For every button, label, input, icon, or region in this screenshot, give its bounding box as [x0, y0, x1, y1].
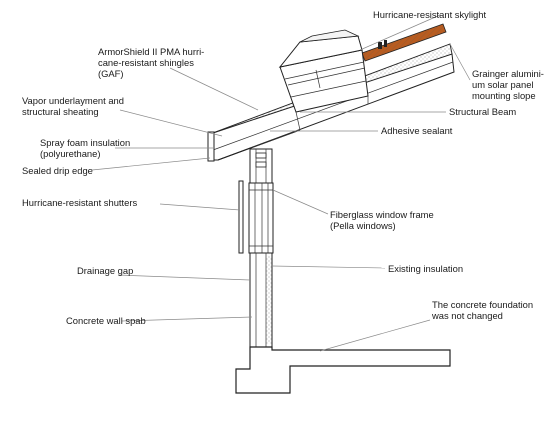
wall-assembly	[238, 148, 274, 348]
label-solar-mount: Grainger alumini- um solar panel mountin…	[472, 68, 547, 101]
label-vapor: Vapor underlayment and structural sheati…	[22, 95, 127, 117]
label-skylight: Hurricane-resistant skylight	[373, 9, 486, 20]
label-insulation: Existing insulation	[388, 263, 463, 274]
drip-edge	[207, 131, 215, 162]
label-beam: Structural Beam	[449, 106, 516, 117]
foundation	[235, 346, 451, 394]
shutter	[238, 180, 244, 254]
window-frame	[248, 182, 274, 254]
label-concrete-wall: Concrete wall spab	[66, 315, 146, 326]
label-foundation: The concrete foundation was not changed	[431, 299, 536, 321]
label-shutters: Hurricane-resistant shutters	[22, 197, 137, 208]
existing-insulation	[266, 256, 272, 344]
label-shingles: ArmorShield II PMA hurri- cane-resistant…	[98, 46, 207, 79]
labels: Hurricane-resistant skylight ArmorShield…	[22, 9, 547, 326]
label-drainage: Drainage gap	[77, 265, 133, 276]
leader-lines	[91, 14, 471, 352]
skylight	[278, 29, 369, 131]
label-window-frame: Fiberglass window frame (Pella windows)	[330, 209, 436, 231]
label-sealant: Adhesive sealant	[381, 125, 453, 136]
label-drip-edge: Sealed drip edge	[22, 165, 93, 176]
label-spray-foam: Spray foam insulation (polyurethane)	[40, 137, 133, 159]
